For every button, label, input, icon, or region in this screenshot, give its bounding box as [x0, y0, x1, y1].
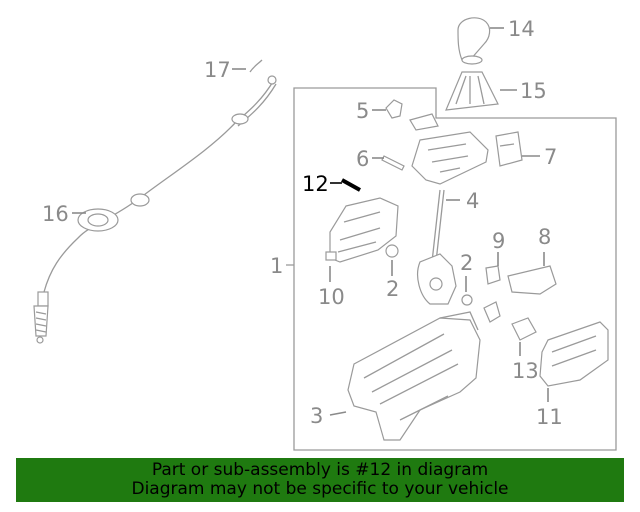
notice-banner: Part or sub-assembly is #12 in diagram D… [16, 458, 624, 502]
callout-2a: 2 [386, 277, 399, 301]
shift-knob [457, 17, 491, 65]
gate-plate [411, 131, 523, 185]
shift-cable [33, 59, 277, 344]
shift-lever [417, 189, 457, 305]
part-6-pin [381, 155, 405, 171]
callout-17: 17 [204, 58, 231, 82]
callout-2b: 2 [460, 251, 473, 275]
callout-9: 9 [492, 229, 505, 253]
callout-8: 8 [538, 225, 551, 249]
callout-arrows [72, 27, 549, 416]
callout-10: 10 [318, 285, 345, 309]
part-11-housing [539, 321, 609, 387]
part-2-nut-a [385, 244, 399, 258]
callout-14: 14 [508, 17, 535, 41]
part-detent [483, 301, 501, 323]
part-plate [409, 113, 439, 131]
callout-15: 15 [520, 79, 547, 103]
part-12-highlighted [341, 178, 361, 192]
callout-3: 3 [310, 404, 323, 428]
callout-12: 12 [302, 172, 329, 196]
callout-4: 4 [466, 189, 479, 213]
part-10-housing [325, 197, 399, 263]
part-8-bracket [507, 265, 557, 295]
banner-line-1: Part or sub-assembly is #12 in diagram [151, 460, 489, 480]
callout-13: 13 [512, 359, 539, 383]
part-3-base [347, 311, 481, 441]
part-9 [485, 265, 501, 285]
callout-16: 16 [42, 202, 69, 226]
banner-line-2: Diagram may not be specific to your vehi… [131, 479, 509, 499]
assembly-outline [293, 87, 617, 451]
callout-11: 11 [536, 405, 563, 429]
callout-5: 5 [356, 99, 369, 123]
callout-7: 7 [544, 145, 557, 169]
part-13 [511, 317, 537, 341]
shift-boot [445, 71, 499, 111]
part-2-nut-b [461, 294, 473, 306]
callout-6: 6 [356, 147, 369, 171]
part-5-clip [385, 99, 403, 119]
callout-1: 1 [270, 254, 283, 278]
